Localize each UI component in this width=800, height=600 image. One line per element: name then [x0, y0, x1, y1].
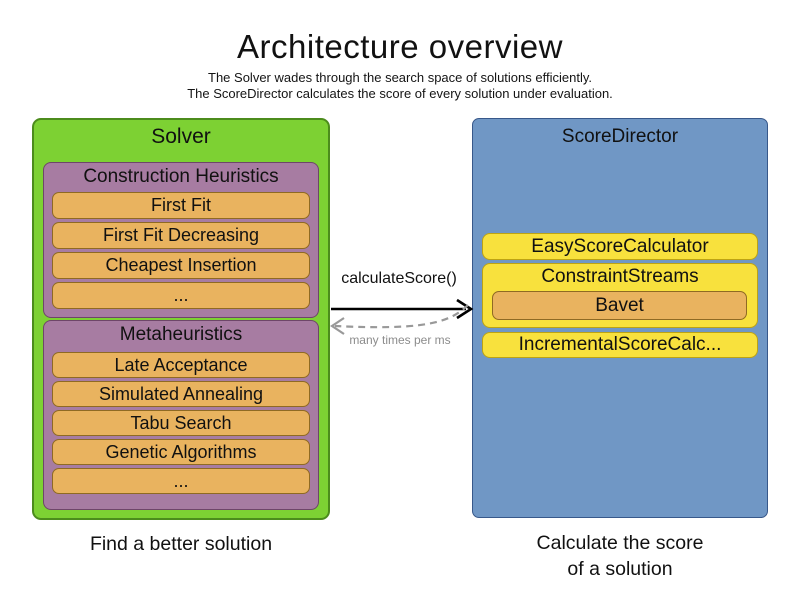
constraint-streams-group: ConstraintStreams Bavet	[482, 263, 758, 328]
algorithm-item: Genetic Algorithms	[52, 439, 310, 465]
calculator-item: IncrementalScoreCalc...	[482, 332, 758, 358]
construction-heuristics-title: Construction Heuristics	[83, 166, 279, 187]
algorithm-item: Late Acceptance	[52, 352, 310, 378]
algorithm-item-ellipsis: ...	[52, 282, 310, 309]
subtitle-line-1: The Solver wades through the search spac…	[208, 70, 592, 85]
bavet-item: Bavet	[492, 291, 747, 320]
algorithm-item: First Fit	[52, 192, 310, 219]
call-arrow-icon	[331, 298, 474, 320]
return-arrow-icon	[330, 304, 469, 335]
solver-title: Solver	[151, 125, 211, 148]
algorithm-item: Tabu Search	[52, 410, 310, 436]
calculator-item: EasyScoreCalculator	[482, 233, 758, 260]
metaheuristics-group: Metaheuristics Late Acceptance Simulated…	[43, 320, 319, 510]
algorithm-item: First Fit Decreasing	[52, 222, 310, 249]
calculate-score-label: calculateScore()	[341, 270, 457, 287]
frequency-label: many times per ms	[349, 333, 451, 347]
call-and-return-arrows	[330, 298, 474, 335]
score-director-title: ScoreDirector	[561, 126, 679, 147]
subtitle-line-2: The ScoreDirector calculates the score o…	[187, 86, 613, 101]
solver-box: Solver Construction Heuristics First Fit…	[32, 118, 330, 520]
score-director-caption-line-1: Calculate the score	[536, 532, 704, 554]
algorithm-item: Cheapest Insertion	[52, 252, 310, 279]
metaheuristics-title: Metaheuristics	[119, 324, 243, 345]
construction-heuristics-group: Construction Heuristics First Fit First …	[43, 162, 319, 318]
page-title: Architecture overview	[237, 28, 563, 65]
score-director-box: ScoreDirector EasyScoreCalculator Constr…	[472, 118, 768, 518]
solver-caption: Find a better solution	[89, 533, 273, 555]
algorithm-item-ellipsis: ...	[52, 468, 310, 494]
constraint-streams-title: ConstraintStreams	[541, 266, 699, 287]
algorithm-item: Simulated Annealing	[52, 381, 310, 407]
score-director-caption-line-2: of a solution	[567, 558, 673, 580]
